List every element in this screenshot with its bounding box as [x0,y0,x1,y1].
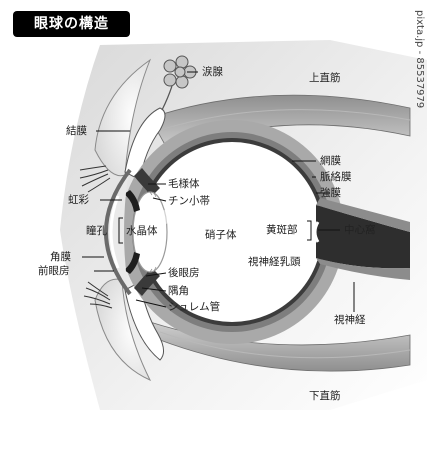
label-optic-disc: 視神経乳頭 [248,256,301,268]
lower-conjunctiva-fold [124,281,164,361]
title-badge: 眼球の構造 [13,11,130,37]
ciliary-body-upper [134,168,160,196]
label-tear-gland: 涙腺 [202,66,223,78]
vitreous-body [142,142,322,322]
label-ciliary-body: 毛様体 [168,178,200,190]
leader-lines [82,71,355,312]
upper-conjunctiva-fold [124,107,166,181]
fovea [313,221,320,243]
label-pupil: 瞳孔 [86,225,107,237]
label-lens: 水晶体 [126,225,158,237]
label-choroid: 脈絡膜 [320,171,352,183]
lower-eyelid [94,278,152,382]
label-posterior-chamber: 後眼房 [168,267,200,279]
watermark-text: PIXTA [150,205,258,240]
label-optic-nerve: 視神経 [334,314,366,326]
iris-upper [124,190,140,212]
label-fovea: 中心窩 [344,224,376,236]
label-retina: 網膜 [320,155,341,167]
label-schlemm-canal: シュレム管 [168,301,221,313]
upper-eyelid [94,58,152,177]
zinn-zonule [149,191,157,273]
iris-lower [124,252,140,274]
label-zinn-zonule: チン小帯 [168,195,210,207]
label-sclera: 強膜 [320,187,341,199]
label-vitreous: 硝子体 [205,229,237,241]
upper-eyelashes [79,165,111,193]
lower-eyelashes [83,281,113,309]
label-cornea: 角膜 [50,251,71,263]
label-conjunctiva: 結膜 [66,125,87,137]
stock-id-text: pixta.jp - 85537979 [414,10,425,109]
label-angle: 隅角 [168,285,189,297]
label-inferior-rectus: 下直筋 [309,390,341,402]
cornea [104,168,132,296]
label-anterior-chamber: 前眼房 [38,265,70,277]
page-title: 眼球の構造 [34,16,109,32]
label-macula: 黄斑部 [266,224,298,236]
label-superior-rectus: 上直筋 [309,72,341,84]
optic-nerve [316,205,410,269]
optic-nerve-sheath [316,198,410,232]
label-iris: 虹彩 [68,194,89,206]
